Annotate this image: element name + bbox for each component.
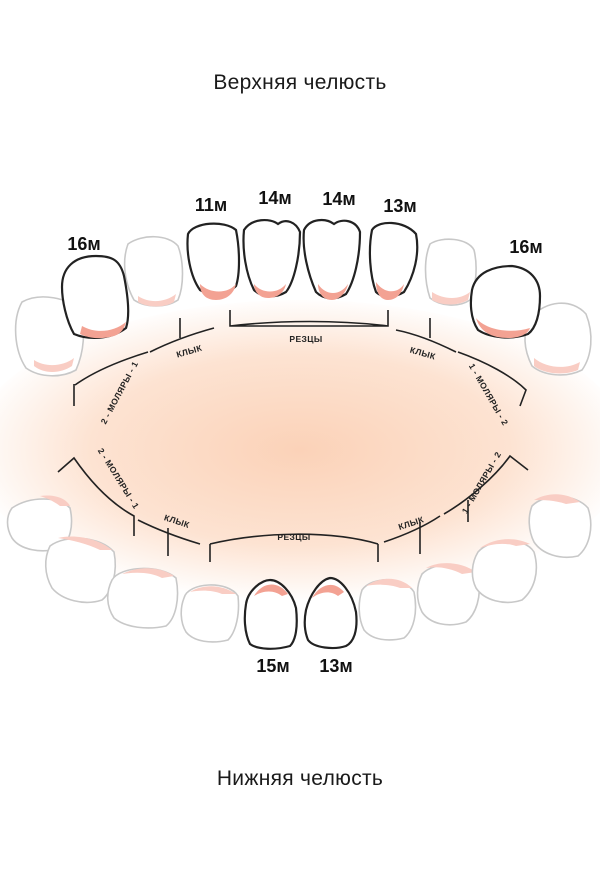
lower-incisors-bracket xyxy=(209,533,379,562)
upper-canine-right-bracket xyxy=(395,318,457,353)
lower-incisor-2-label: 13м xyxy=(319,656,352,676)
upper-incisors-label: РЕЗЦЫ xyxy=(289,334,322,344)
upper-incisor-1-label: 11м xyxy=(195,195,227,215)
upper-canine-left-bracket xyxy=(149,318,215,353)
upper-incisors-bracket xyxy=(229,310,389,327)
lower-ghost-teeth xyxy=(6,494,592,643)
upper-tooth-left-molar[interactable] xyxy=(60,254,130,340)
upper-molars-right-label: 1 - МОЛЯРЫ - 2 xyxy=(467,362,511,427)
lower-incisors-label: РЕЗЦЫ xyxy=(277,532,310,542)
lower-jaw-title: Нижняя челюсть xyxy=(216,767,384,790)
upper-tooth-incisor-4[interactable] xyxy=(368,221,419,300)
upper-molars-right-bracket xyxy=(457,351,527,407)
lower-molars-left-label: 2 - МОЛЯРЫ - 1 xyxy=(96,446,141,510)
lower-canine-left-bracket xyxy=(137,519,201,556)
upper-tooth-right-molar[interactable] xyxy=(469,264,542,339)
lower-canine-right-bracket xyxy=(383,515,441,554)
lower-ghost-tooth-left-2 xyxy=(44,536,117,604)
upper-molars-left-bracket xyxy=(73,351,149,406)
upper-tooth-incisor-3[interactable] xyxy=(302,218,362,300)
upper-molars-left-label: 2 - МОЛЯРЫ - 1 xyxy=(99,359,141,425)
upper-incisor-3-label: 14м xyxy=(322,189,355,209)
lower-molars-left-bracket xyxy=(57,456,135,536)
lower-ghost-tooth-left-3 xyxy=(106,567,179,629)
upper-canine-right-label: КЛЫК xyxy=(409,345,437,362)
lower-canine-left-label: КЛЫК xyxy=(163,512,191,530)
upper-zone-brackets xyxy=(73,310,527,407)
lower-incisor-1-label: 15м xyxy=(256,656,289,676)
lower-ghost-tooth-right-2 xyxy=(416,563,481,626)
lower-canine-right-label: КЛЫК xyxy=(397,514,425,532)
upper-ghost-teeth xyxy=(14,235,592,377)
upper-incisor-4-label: 13м xyxy=(383,196,416,216)
lower-molars-right-label: 1 - МОЛЯРЫ - 2 xyxy=(460,450,504,515)
upper-tooth-incisor-1[interactable] xyxy=(186,222,241,300)
lower-ghost-tooth-right-4 xyxy=(528,494,592,558)
upper-right-molar-label: 16м xyxy=(509,237,542,257)
lower-ghost-tooth-right-1 xyxy=(358,578,417,641)
upper-ghost-tooth-right-3 xyxy=(524,302,592,376)
lower-tooth-incisor-2[interactable] xyxy=(303,576,358,650)
upper-left-molar-label: 16м xyxy=(67,234,100,254)
lower-ghost-tooth-right-3 xyxy=(471,539,538,604)
upper-jaw-title: Верхняя челюсть xyxy=(213,71,387,94)
lower-molars-right-bracket xyxy=(443,454,529,522)
upper-incisor-2-label: 14м xyxy=(258,188,291,208)
lower-ghost-tooth-left-4 xyxy=(180,584,240,643)
lower-zone-brackets xyxy=(57,454,529,562)
upper-ghost-tooth-left-1 xyxy=(123,235,184,307)
upper-tooth-incisor-2[interactable] xyxy=(242,218,302,298)
upper-ghost-tooth-right-1 xyxy=(424,238,477,306)
lower-tooth-incisor-1[interactable] xyxy=(243,578,298,650)
upper-canine-left-label: КЛЫК xyxy=(175,343,203,360)
